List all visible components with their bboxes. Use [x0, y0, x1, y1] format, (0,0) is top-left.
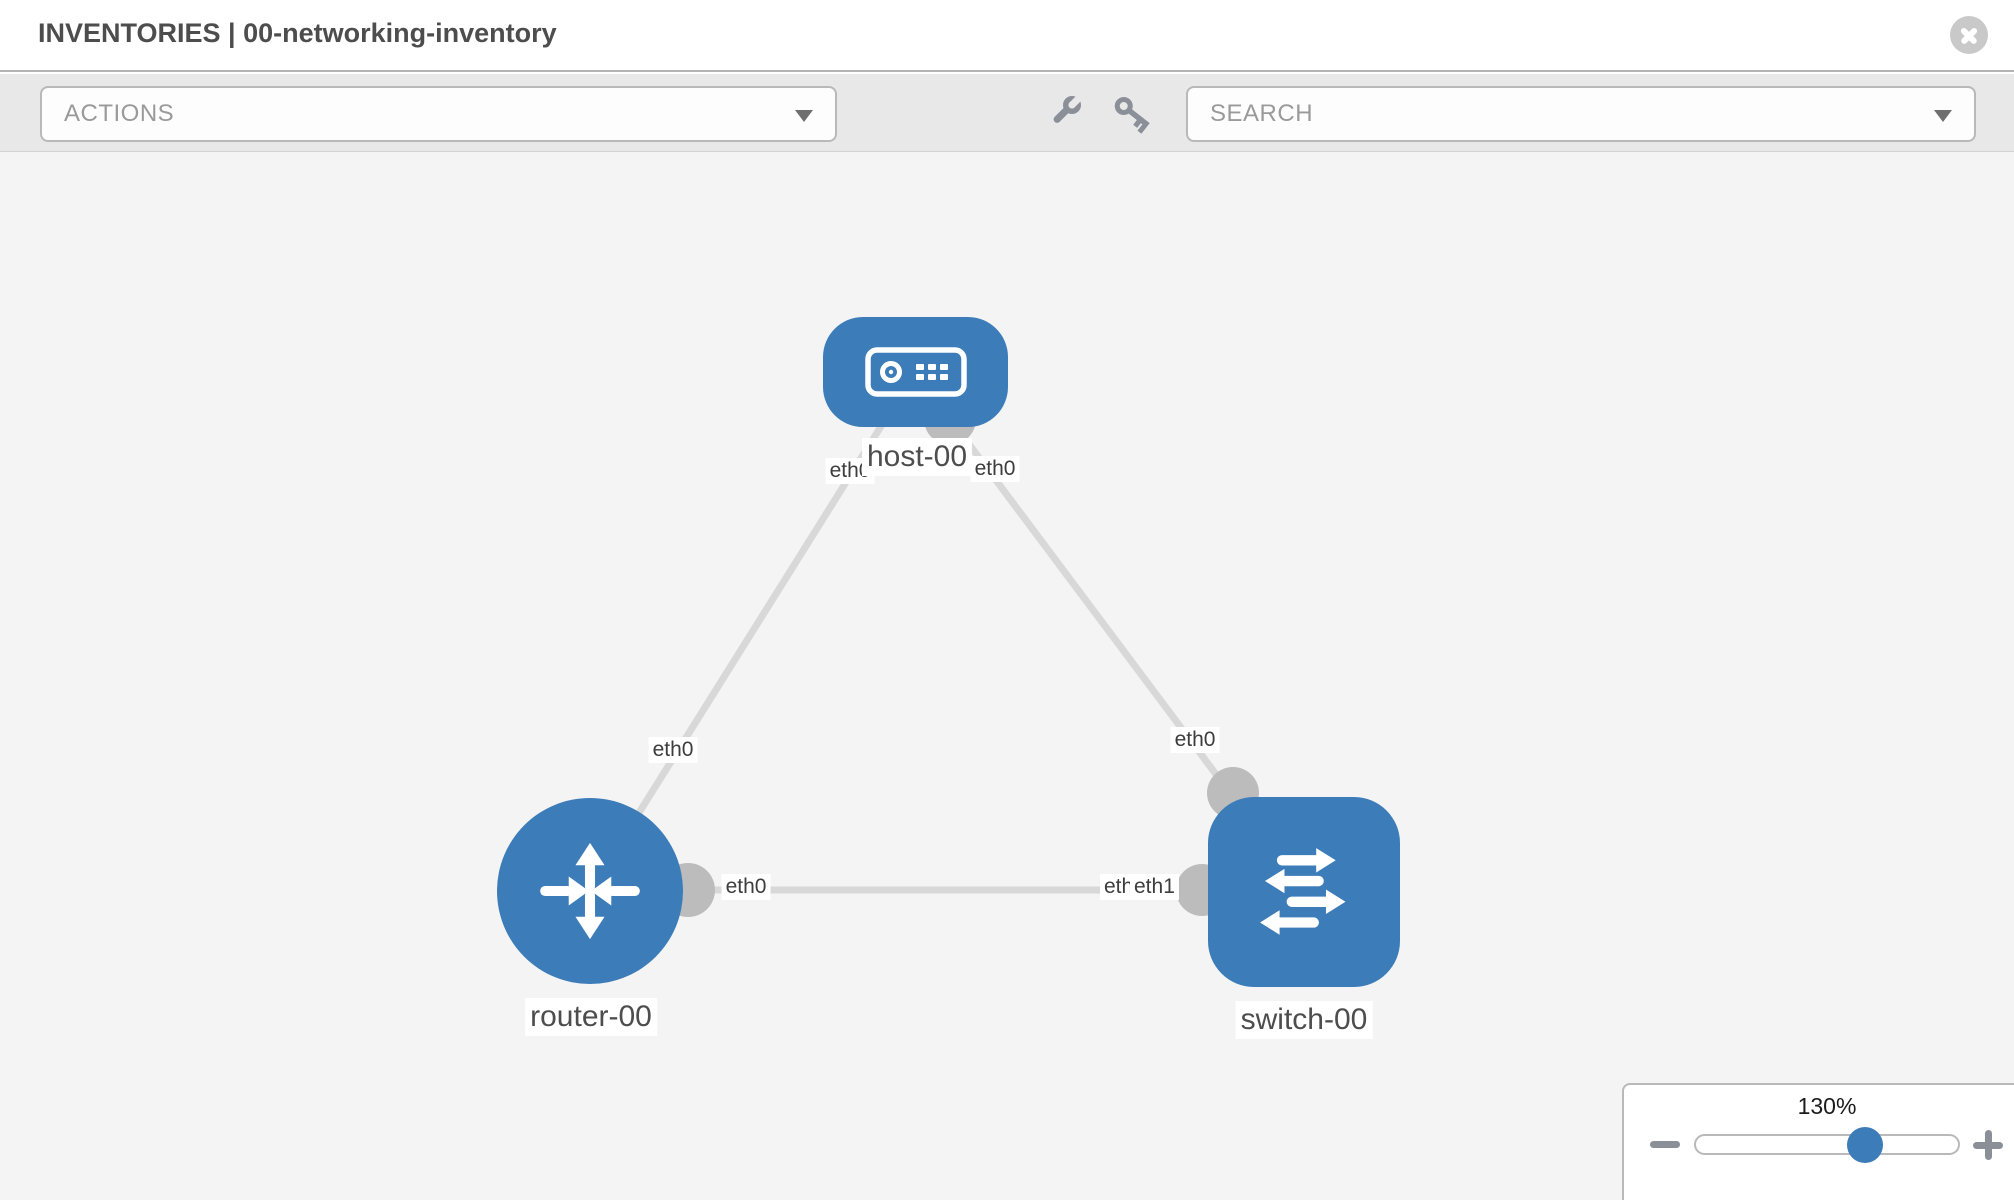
chevron-down-icon: [1934, 110, 1952, 122]
node-router[interactable]: [497, 798, 683, 984]
switch-icon: [1260, 848, 1346, 935]
topology-links: [587, 369, 1307, 917]
zoom-slider-track[interactable]: [1694, 1134, 1960, 1155]
plus-icon: [1984, 1130, 1992, 1160]
topology-canvas[interactable]: eth0 eth0 eth0 eth0 eth0 eth0 eth1 host-…: [0, 152, 2014, 1200]
header-bar: INVENTORIES | 00-networking-inventory: [0, 0, 2014, 72]
close-button[interactable]: [1950, 16, 1988, 54]
page-title: INVENTORIES | 00-networking-inventory: [38, 18, 557, 48]
node-label-host: host-00: [861, 438, 973, 476]
actions-select-label: ACTIONS: [64, 100, 175, 127]
zoom-in-button[interactable]: [1973, 1130, 2003, 1160]
zoom-slider-knob[interactable]: [1847, 1127, 1883, 1163]
node-switch[interactable]: [1208, 797, 1400, 987]
key-icon[interactable]: [1111, 91, 1157, 137]
node-label-router: router-00: [525, 998, 657, 1036]
interface-label: eth0: [970, 456, 1020, 482]
zoom-out-button[interactable]: [1650, 1141, 1680, 1148]
interface-label: eth1: [1130, 874, 1179, 900]
interface-label: eth0: [721, 874, 771, 900]
search-select-label: SEARCH: [1210, 100, 1314, 127]
chevron-down-icon: [795, 110, 813, 122]
interface-label: eth0: [648, 737, 698, 763]
zoom-level: 130%: [1797, 1093, 1857, 1119]
search-select[interactable]: SEARCH: [1186, 86, 1976, 142]
wrench-icon[interactable]: [1046, 94, 1086, 134]
router-icon: [540, 842, 640, 940]
host-icon: [864, 347, 967, 397]
node-host[interactable]: [823, 317, 1008, 427]
node-label-switch: switch-00: [1235, 1001, 1373, 1039]
actions-select[interactable]: ACTIONS: [40, 86, 837, 142]
zoom-panel: 130%: [1622, 1083, 2014, 1200]
toolbar: ACTIONS SEARCH: [0, 74, 2014, 152]
interface-label: eth0: [1170, 727, 1220, 753]
